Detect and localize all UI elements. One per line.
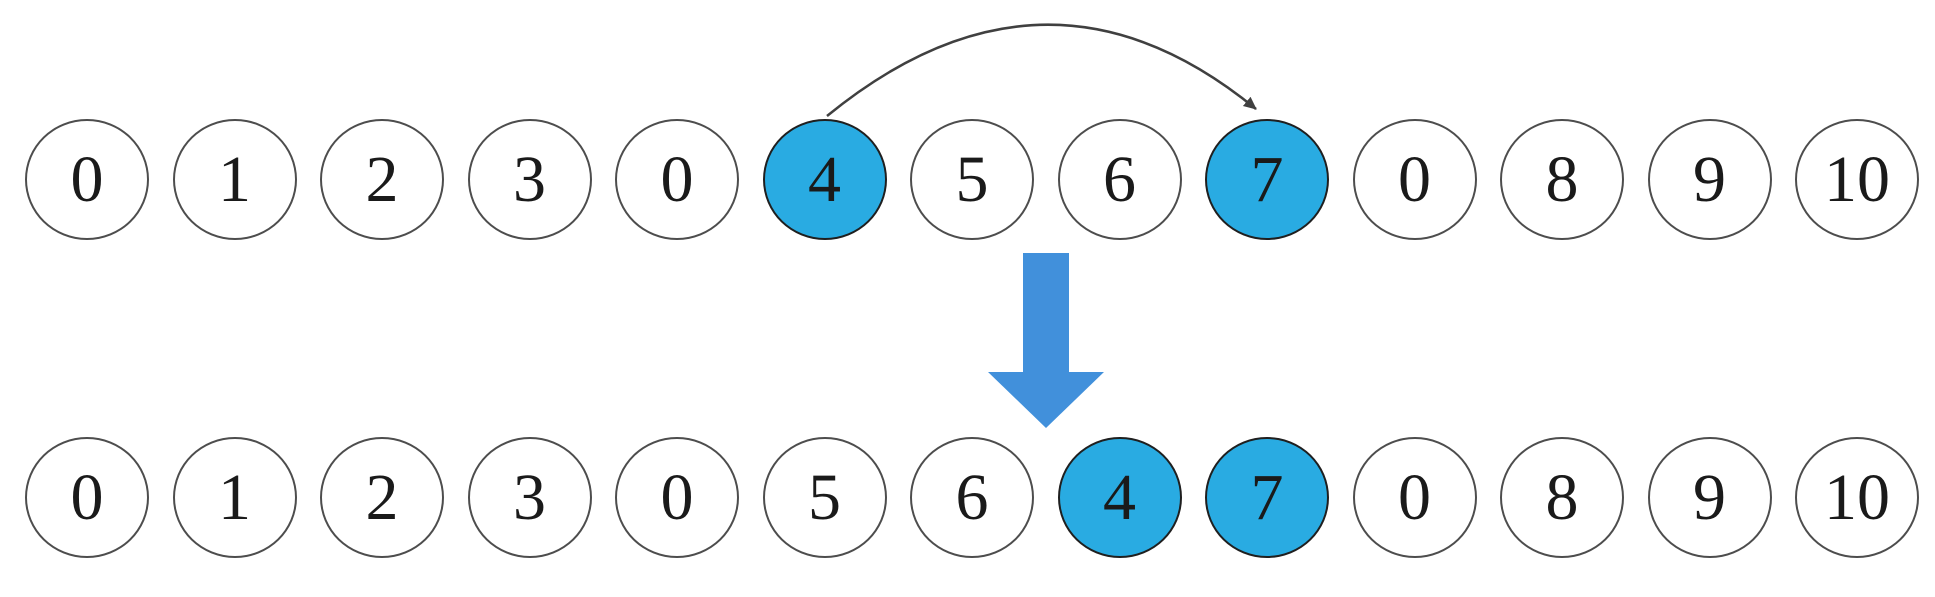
node-label: 10 <box>1824 460 1890 534</box>
node-10: 10 <box>1795 437 1919 558</box>
node-7-highlighted: 7 <box>1205 437 1329 558</box>
node-label: 10 <box>1824 142 1890 216</box>
node-7-highlighted: 7 <box>1205 119 1329 240</box>
node-label: 0 <box>660 460 694 534</box>
node-label: 4 <box>808 142 841 216</box>
node-label: 1 <box>218 460 251 534</box>
node-6: 6 <box>910 437 1034 558</box>
node-label: 6 <box>955 460 989 534</box>
swap-arc-4-to-7 <box>826 23 1257 117</box>
down-arrow-icon <box>988 253 1104 428</box>
node-4-highlighted: 4 <box>762 119 887 240</box>
node-label: 2 <box>365 142 399 216</box>
node-label: 8 <box>1545 142 1579 216</box>
node-0: 0 <box>615 119 739 240</box>
node-0: 0 <box>25 437 149 558</box>
node-0: 0 <box>1352 437 1477 558</box>
node-0: 0 <box>1352 119 1477 240</box>
node-1: 1 <box>172 119 297 240</box>
node-9: 9 <box>1647 437 1772 558</box>
node-label: 0 <box>660 142 694 216</box>
node-label: 2 <box>365 460 399 534</box>
node-9: 9 <box>1647 119 1772 240</box>
node-label: 7 <box>1250 142 1284 216</box>
node-label: 0 <box>1398 142 1431 216</box>
node-label: 0 <box>70 460 104 534</box>
node-3: 3 <box>467 437 592 558</box>
node-8: 8 <box>1500 119 1624 240</box>
node-label: 4 <box>1103 460 1136 534</box>
array-row-before: 0 1 2 3 0 4 5 <box>25 119 1919 240</box>
node-label: 3 <box>513 142 546 216</box>
node-label: 7 <box>1250 460 1284 534</box>
node-6: 6 <box>1057 119 1182 240</box>
node-label: 3 <box>513 460 546 534</box>
node-0: 0 <box>615 437 739 558</box>
node-5: 5 <box>910 119 1034 240</box>
node-label: 8 <box>1545 460 1579 534</box>
node-label: 0 <box>70 142 104 216</box>
node-label: 0 <box>1398 460 1431 534</box>
node-2: 2 <box>320 119 444 240</box>
node-label: 1 <box>218 142 251 216</box>
node-2: 2 <box>320 437 444 558</box>
array-row-after: 0 1 2 3 0 5 6 <box>25 437 1919 558</box>
node-label: 6 <box>1103 142 1136 216</box>
node-4-highlighted: 4 <box>1057 437 1182 558</box>
node-label: 5 <box>808 460 841 534</box>
node-label: 9 <box>1693 142 1726 216</box>
node-5: 5 <box>762 437 887 558</box>
node-1: 1 <box>172 437 297 558</box>
node-3: 3 <box>467 119 592 240</box>
node-label: 9 <box>1693 460 1726 534</box>
node-10: 10 <box>1795 119 1919 240</box>
node-8: 8 <box>1500 437 1624 558</box>
node-0: 0 <box>25 119 149 240</box>
node-label: 5 <box>955 142 989 216</box>
